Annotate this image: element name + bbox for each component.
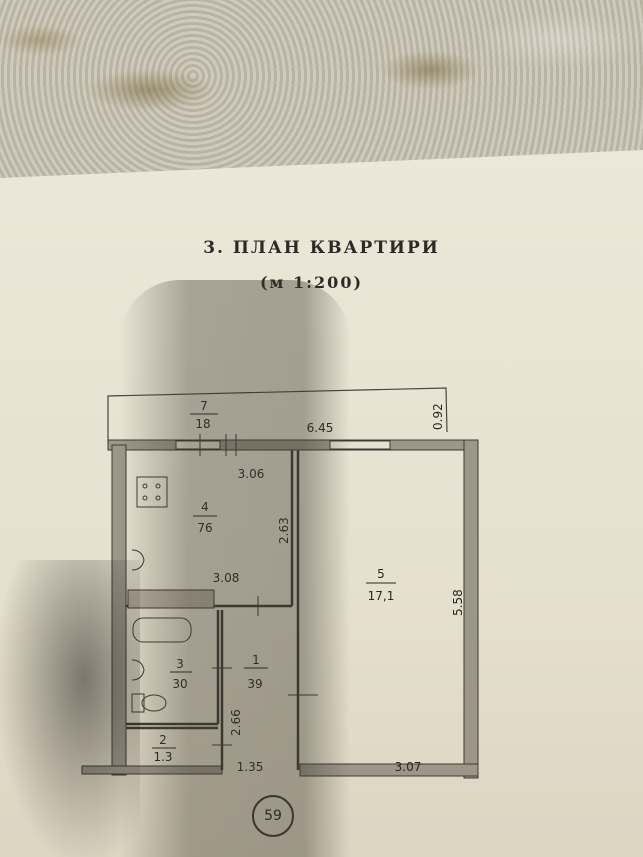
dimension-labels: 6.45 0.92 3.06 2.63 3.08 5.58 3.07 1.35 … (213, 403, 465, 774)
interior-walls (126, 450, 300, 770)
scale-label: (м 1:200) (259, 273, 364, 292)
dim-balcony-depth: 0.92 (431, 403, 445, 430)
dim-kitchen-top: 3.06 (238, 467, 265, 481)
dim-kitchen-side: 2.63 (277, 517, 291, 544)
page-title: 3. ПЛАН КВАРТИРИ (203, 238, 440, 258)
room-number: 3 (176, 657, 184, 671)
dim-balcony-width: 6.45 (307, 421, 334, 435)
door-marks (199, 434, 318, 746)
room-number: 7 (200, 399, 208, 413)
room-2: 2 1.3 (152, 733, 176, 764)
stove-icon (136, 476, 168, 508)
room-3: 3 30 (170, 657, 192, 691)
bathtub-icon (132, 617, 192, 643)
room-area: 18 (195, 417, 210, 431)
partition-block (127, 589, 215, 609)
toilet-icon (131, 659, 167, 713)
dim-kitchen-bottom: 3.08 (213, 571, 240, 585)
room-4: 4 76 (193, 500, 217, 535)
room-area: 17,1 (368, 589, 395, 603)
room-1: 1 39 (244, 653, 268, 691)
room-number: 1 (252, 653, 260, 667)
room-number: 2 (159, 733, 167, 747)
room-area: 30 (172, 677, 187, 691)
room-5: 5 17,1 (366, 567, 396, 603)
page-number: 59 (252, 795, 294, 837)
dim-hall-side: 2.66 (229, 709, 243, 736)
dim-room-bottom: 3.07 (395, 760, 422, 774)
balcony-outline (107, 387, 448, 443)
room-number: 5 (377, 567, 385, 581)
dim-hall-bottom: 1.35 (237, 760, 264, 774)
room-area: 39 (247, 677, 262, 691)
windows (175, 440, 391, 450)
sink-icon (131, 549, 145, 571)
dim-room-height: 5.58 (451, 589, 465, 616)
room-area: 76 (197, 521, 212, 535)
room-area: 1.3 (153, 750, 172, 764)
room-number: 4 (201, 500, 209, 514)
room-7: 7 18 (190, 399, 218, 431)
